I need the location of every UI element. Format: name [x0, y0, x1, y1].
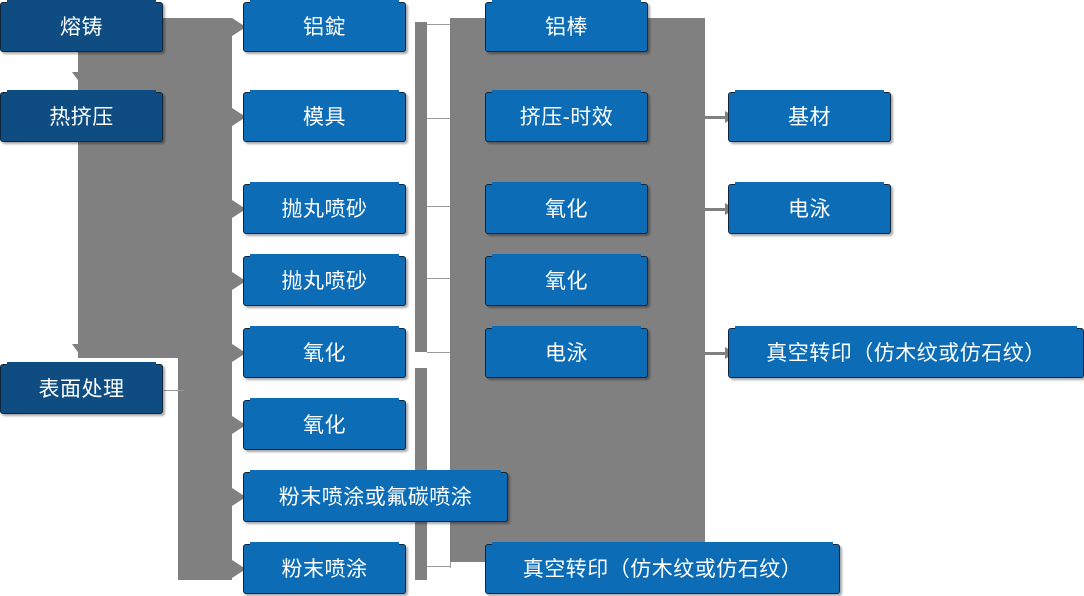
left-band-wide	[78, 18, 178, 358]
col3-label-substrate: 基材	[788, 105, 831, 129]
mid-tick-4	[427, 278, 451, 279]
col1-label-shotblast-1: 抛丸喷砂	[281, 197, 368, 221]
col1-box-mold[interactable]: 模具	[243, 90, 406, 142]
stage-box-casting[interactable]: 熔铸	[0, 0, 163, 52]
col3-box-substrate[interactable]: 基材	[728, 90, 891, 142]
mid-tick-1	[427, 24, 451, 25]
col2-label-extrusion-aging: 挤压-时效	[519, 105, 614, 129]
col2-box-oxidation-1[interactable]: 氧化	[485, 182, 648, 234]
col2-box-aluminum-bar[interactable]: 铝棒	[485, 0, 648, 52]
col1-label-shotblast-2: 抛丸喷砂	[281, 269, 368, 293]
col1-label-oxidation-1: 氧化	[303, 341, 346, 365]
col1-box-powder-or-fluorocarbon[interactable]: 粉末喷涂或氟碳喷涂	[243, 470, 508, 522]
col1-label-mold: 模具	[303, 105, 346, 129]
left-band-arrow-7	[232, 488, 246, 506]
col2-box-oxidation-2[interactable]: 氧化	[485, 254, 648, 306]
col2-label-oxidation-2: 氧化	[545, 269, 588, 293]
left-band-arrow-3	[232, 200, 246, 218]
left-band-arrow-8	[232, 560, 246, 578]
stage-label-surface-treatment: 表面处理	[38, 377, 125, 401]
mid-tick-5	[427, 352, 451, 353]
left-band-down-arrow	[72, 72, 88, 83]
col1-label-ingot: 铝錠	[303, 15, 346, 39]
col1-box-shotblast-2[interactable]: 抛丸喷砂	[243, 254, 406, 306]
col1-box-oxidation-1[interactable]: 氧化	[243, 326, 406, 378]
col2-box-vacuum-transfer-print[interactable]: 真空转印（仿木纹或仿石纹）	[485, 542, 840, 594]
col2-label-aluminum-bar: 铝棒	[545, 15, 588, 39]
col2-label-vacuum-transfer-print: 真空转印（仿木纹或仿石纹）	[522, 557, 803, 581]
left-band-down-arrow-2	[72, 344, 88, 355]
stage-box-surface-treatment[interactable]: 表面处理	[0, 362, 163, 414]
stage-box-hot-extrusion[interactable]: 热挤压	[0, 90, 163, 142]
left-band-arrow-2	[232, 108, 246, 126]
mid-tick-3	[427, 206, 451, 207]
col3-label-vacuum-transfer-print: 真空转印（仿木纹或仿石纹）	[766, 341, 1046, 365]
left-band-narrow	[178, 18, 232, 580]
surface-stub-connector	[164, 390, 184, 391]
left-band-arrow-5	[232, 344, 246, 362]
col1-label-powder-or-fluorocarbon: 粉末喷涂或氟碳喷涂	[278, 485, 473, 509]
col1-box-powder-coating[interactable]: 粉末喷涂	[243, 542, 406, 594]
col3-label-electrophoresis: 电泳	[788, 197, 831, 221]
col1-box-shotblast-1[interactable]: 抛丸喷砂	[243, 182, 406, 234]
left-band-arrow-4	[232, 272, 246, 290]
left-band-arrow-1	[232, 18, 246, 36]
col2-label-electrophoresis: 电泳	[545, 341, 588, 365]
stage-label-hot-extrusion: 热挤压	[49, 105, 114, 129]
stage-label-casting: 熔铸	[60, 15, 103, 39]
col1-box-oxidation-2[interactable]: 氧化	[243, 398, 406, 450]
mid-rail-upper	[415, 22, 427, 352]
col1-label-powder-coating: 粉末喷涂	[281, 557, 368, 581]
col3-box-electrophoresis[interactable]: 电泳	[728, 182, 891, 234]
mid-tick-6	[427, 566, 451, 567]
col2-box-electrophoresis[interactable]: 电泳	[485, 326, 648, 378]
col3-box-vacuum-transfer-print[interactable]: 真空转印（仿木纹或仿石纹）	[728, 326, 1084, 378]
left-band-arrow-6	[232, 416, 246, 434]
col1-label-oxidation-2: 氧化	[303, 413, 346, 437]
col2-box-extrusion-aging[interactable]: 挤压-时效	[485, 90, 648, 142]
col2-label-oxidation-1: 氧化	[545, 197, 588, 221]
col1-box-ingot[interactable]: 铝錠	[243, 0, 406, 52]
mid-tick-2	[427, 118, 451, 119]
